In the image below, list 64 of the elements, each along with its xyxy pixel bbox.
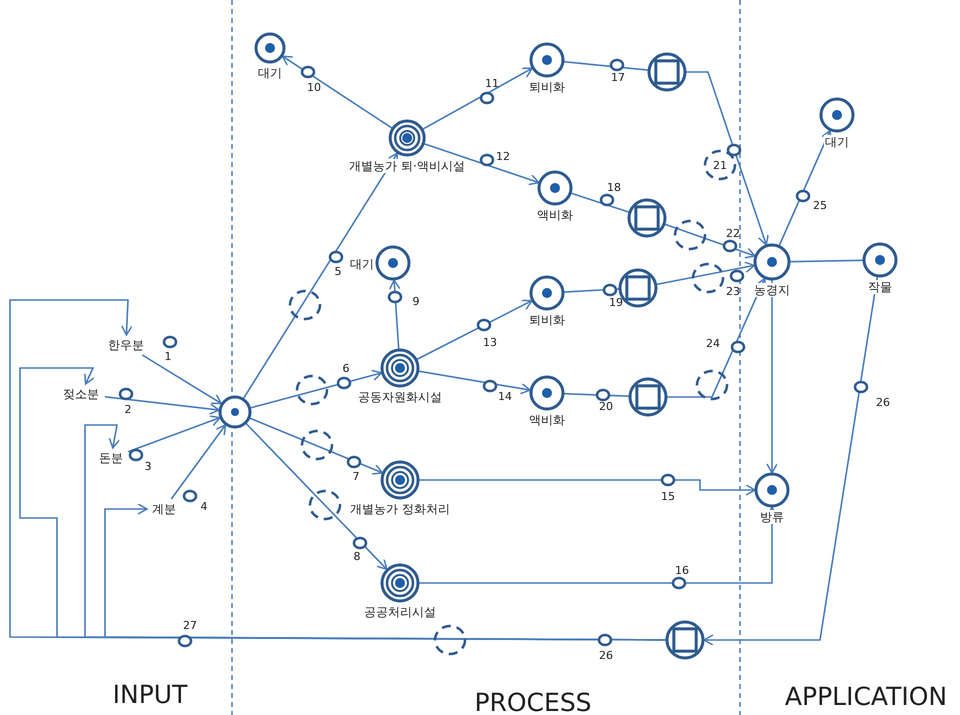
flow-line <box>790 260 864 262</box>
flow-arrow <box>388 279 400 350</box>
edge-label: 11 <box>485 78 499 90</box>
edge-label: 4 <box>200 501 208 513</box>
flow-arrow <box>422 68 533 130</box>
section-label: APPLICATION <box>784 683 948 711</box>
flow-arrow <box>424 143 540 186</box>
point-number: 27 <box>183 620 197 632</box>
edge-label: 22 <box>726 228 740 240</box>
flow-arrow <box>664 224 756 258</box>
edge-label: 21 <box>713 160 727 172</box>
flow-arrow <box>242 152 398 399</box>
flow-arrow <box>419 479 756 496</box>
edge-label: 7 <box>352 471 360 483</box>
edge-label: 23 <box>726 286 740 298</box>
flow-arrow <box>246 422 388 570</box>
edge-label: 18 <box>607 182 621 194</box>
edge-label: 10 <box>307 82 321 94</box>
section-label: INPUT <box>112 681 188 709</box>
edge-label: 5 <box>334 266 342 278</box>
edge-label: 9 <box>412 296 420 308</box>
flow-arrow <box>766 280 778 474</box>
edge-label: 3 <box>144 461 152 473</box>
edge-label: 25 <box>813 200 827 212</box>
storage-circle <box>665 620 705 660</box>
edge-label: 20 <box>599 401 613 413</box>
edge-label: 15 <box>661 491 675 503</box>
flow-arrow <box>418 370 531 394</box>
flow-arrow <box>128 415 221 452</box>
edge-label: 1 <box>164 351 172 363</box>
storage-circle <box>647 52 687 92</box>
flow-arrow <box>703 276 878 646</box>
edge-label: 16 <box>675 565 689 577</box>
flow-arrow <box>170 424 226 500</box>
junction-circle <box>218 395 252 429</box>
flow-line <box>564 392 630 397</box>
storage-circle <box>628 377 668 417</box>
flow-arrow <box>250 370 382 409</box>
flow-arrow <box>778 130 832 246</box>
flow-arrow <box>656 261 756 286</box>
flow-arrow <box>250 417 384 475</box>
flow-arrow <box>416 300 533 360</box>
edge-label: 2 <box>124 404 132 416</box>
edge-label: 13 <box>483 337 497 349</box>
section-label: PROCESS <box>474 689 592 715</box>
flow-line <box>564 60 648 71</box>
edge-label: 8 <box>354 551 360 563</box>
flow-arrow <box>142 354 222 404</box>
edge-label: 6 <box>342 363 350 375</box>
storage-circle <box>627 198 667 238</box>
point-number: 26 <box>599 650 613 662</box>
edge-label: 24 <box>706 338 720 350</box>
flow-arrow <box>104 503 666 641</box>
flow-arrow <box>104 396 220 415</box>
flow-line <box>564 288 620 293</box>
edge-label: 12 <box>496 151 510 163</box>
edge-label: 17 <box>611 72 625 84</box>
edge-label: 26 <box>876 397 890 409</box>
flow-arrow <box>282 55 392 129</box>
flow-line <box>570 192 630 213</box>
edge-label: 19 <box>609 297 623 309</box>
edge-label: 14 <box>498 391 512 403</box>
flow-arrow <box>686 71 769 246</box>
flow-arrow <box>667 278 766 398</box>
